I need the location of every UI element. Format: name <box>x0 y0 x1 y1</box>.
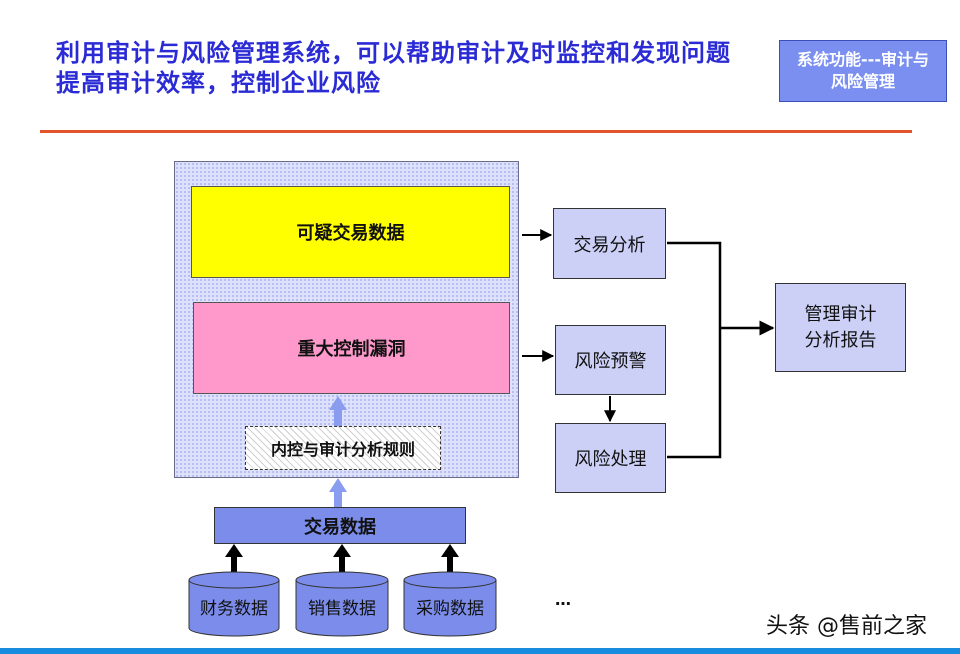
badge-line-1: 系统功能---审计与 <box>797 50 929 69</box>
control-gaps-label: 重大控制漏洞 <box>297 339 406 360</box>
title-line-1: 利用审计与风险管理系统，可以帮助审计及时监控和发现问题 <box>56 39 731 67</box>
suspicious-data-label: 可疑交易数据 <box>296 223 405 244</box>
report-line-2: 分析报告 <box>804 329 877 351</box>
finance-data-cylinder: 财务数据 <box>188 571 280 637</box>
purchase-data-label: 采购数据 <box>416 599 484 619</box>
arrow-finance-up <box>225 544 243 577</box>
audit-report-box: 管理审计 分析报告 <box>775 283 906 372</box>
title-line-2: 提高审计效率，控制企业风险 <box>56 69 381 97</box>
more-sources-ellipsis: … <box>555 590 571 609</box>
arrow-sales-up <box>333 544 351 577</box>
report-line-1: 管理审计 <box>804 303 877 325</box>
up-arrow-tx-to-rules <box>329 478 347 507</box>
rules-box: 内控与审计分析规则 <box>245 426 441 470</box>
transaction-analysis-box: 交易分析 <box>553 208 666 279</box>
sales-data-cylinder: 销售数据 <box>295 571 389 637</box>
transaction-data-bar: 交易数据 <box>214 507 466 544</box>
badge-line-2: 风险管理 <box>830 72 895 91</box>
title-divider <box>40 130 912 133</box>
bottom-bar <box>0 648 960 654</box>
up-arrow-rules-to-gaps <box>329 396 347 426</box>
suspicious-data-box: 可疑交易数据 <box>191 186 510 278</box>
finance-data-label: 财务数据 <box>200 599 268 619</box>
page-title: 利用审计与风险管理系统，可以帮助审计及时监控和发现问题 提高审计效率，控制企业风… <box>56 38 786 98</box>
purchase-data-cylinder: 采购数据 <box>403 571 497 637</box>
control-gaps-box: 重大控制漏洞 <box>193 302 510 394</box>
risk-handling-box: 风险处理 <box>555 423 666 493</box>
transaction-analysis-label: 交易分析 <box>573 234 646 256</box>
arrow-purchase-up <box>441 544 459 577</box>
watermark: 头条 @售前之家 <box>766 614 927 639</box>
risk-warning-label: 风险预警 <box>574 351 647 372</box>
risk-warning-box: 风险预警 <box>555 325 666 395</box>
transaction-data-label: 交易数据 <box>304 516 376 538</box>
rules-label: 内控与审计分析规则 <box>270 440 415 459</box>
sales-data-label: 销售数据 <box>308 599 376 619</box>
risk-handling-label: 风险处理 <box>574 449 647 470</box>
section-badge: 系统功能---审计与 风险管理 <box>779 40 947 102</box>
connector-analysis-report <box>667 241 722 459</box>
